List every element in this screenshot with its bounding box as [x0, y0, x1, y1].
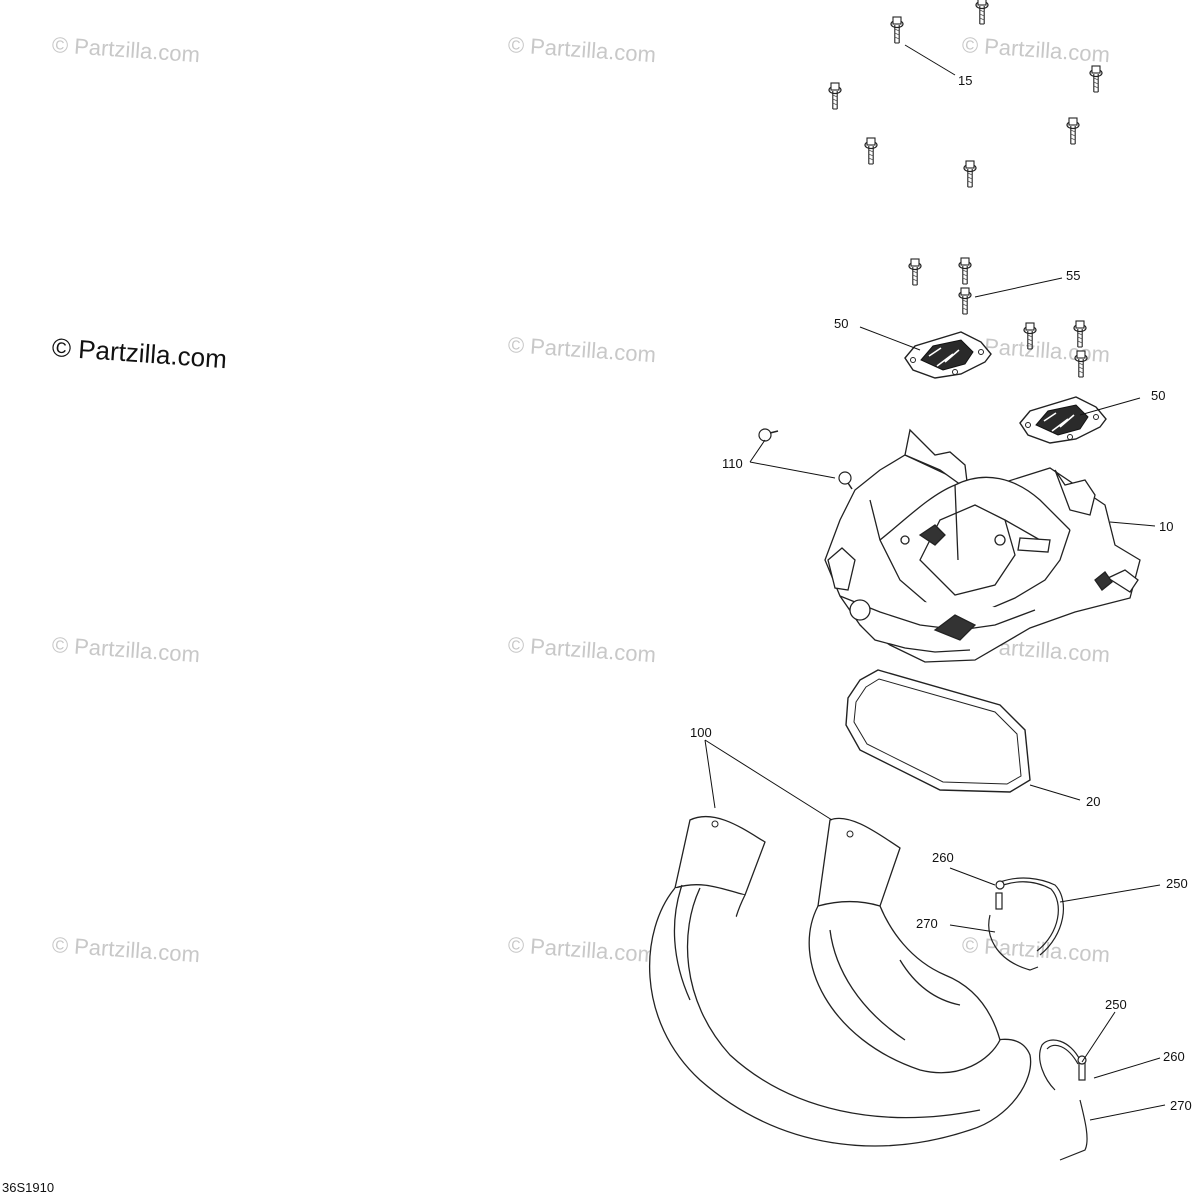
bracket-icon — [904, 331, 992, 379]
bolt-icon — [1089, 65, 1103, 93]
hose-clamp-upper — [988, 877, 1064, 971]
bolt-icon — [1023, 322, 1037, 350]
diagram-code: 36S1910 — [2, 1180, 55, 1195]
bolt-icon — [890, 16, 904, 44]
air-duct-right — [808, 817, 1001, 1074]
bolt-icon — [958, 257, 972, 285]
bolt-icon — [1074, 350, 1088, 378]
callout-250: 250 — [1105, 997, 1127, 1012]
callout-55: 55 — [1066, 268, 1080, 283]
bolt-icon — [1066, 117, 1080, 145]
bolt-icon — [963, 160, 977, 188]
callout-270: 270 — [916, 916, 938, 931]
callout-leaders — [704, 44, 1166, 1121]
bolt-icon — [958, 287, 972, 315]
rivet-icon — [838, 471, 853, 490]
bolt-15-group — [828, 0, 1103, 188]
hose-clamp-lower — [1039, 1039, 1088, 1161]
bolt-icon — [975, 0, 989, 25]
bolt-icon — [908, 258, 922, 286]
callout-260: 260 — [932, 850, 954, 865]
callout-15: 15 — [958, 73, 972, 88]
callout-20: 20 — [1086, 794, 1100, 809]
bolt-icon — [828, 82, 842, 110]
callout-100: 100 — [690, 725, 712, 740]
bolt-icon — [864, 137, 878, 165]
storage-bin-housing — [824, 428, 1141, 663]
callout-10: 10 — [1159, 519, 1173, 534]
callout-labels: 15 55 50 50 110 10 100 20 260 250 270 25… — [690, 73, 1192, 1113]
callout-110: 110 — [722, 456, 743, 471]
callout-50: 50 — [1151, 388, 1165, 403]
callout-260: 260 — [1163, 1049, 1185, 1064]
bolt-icon — [1073, 320, 1087, 348]
bracket-icon — [1019, 396, 1107, 444]
callout-250: 250 — [1166, 876, 1188, 891]
gasket — [845, 669, 1031, 793]
rivet-icon — [758, 428, 779, 442]
callout-270: 270 — [1170, 1098, 1192, 1113]
callout-50: 50 — [834, 316, 848, 331]
